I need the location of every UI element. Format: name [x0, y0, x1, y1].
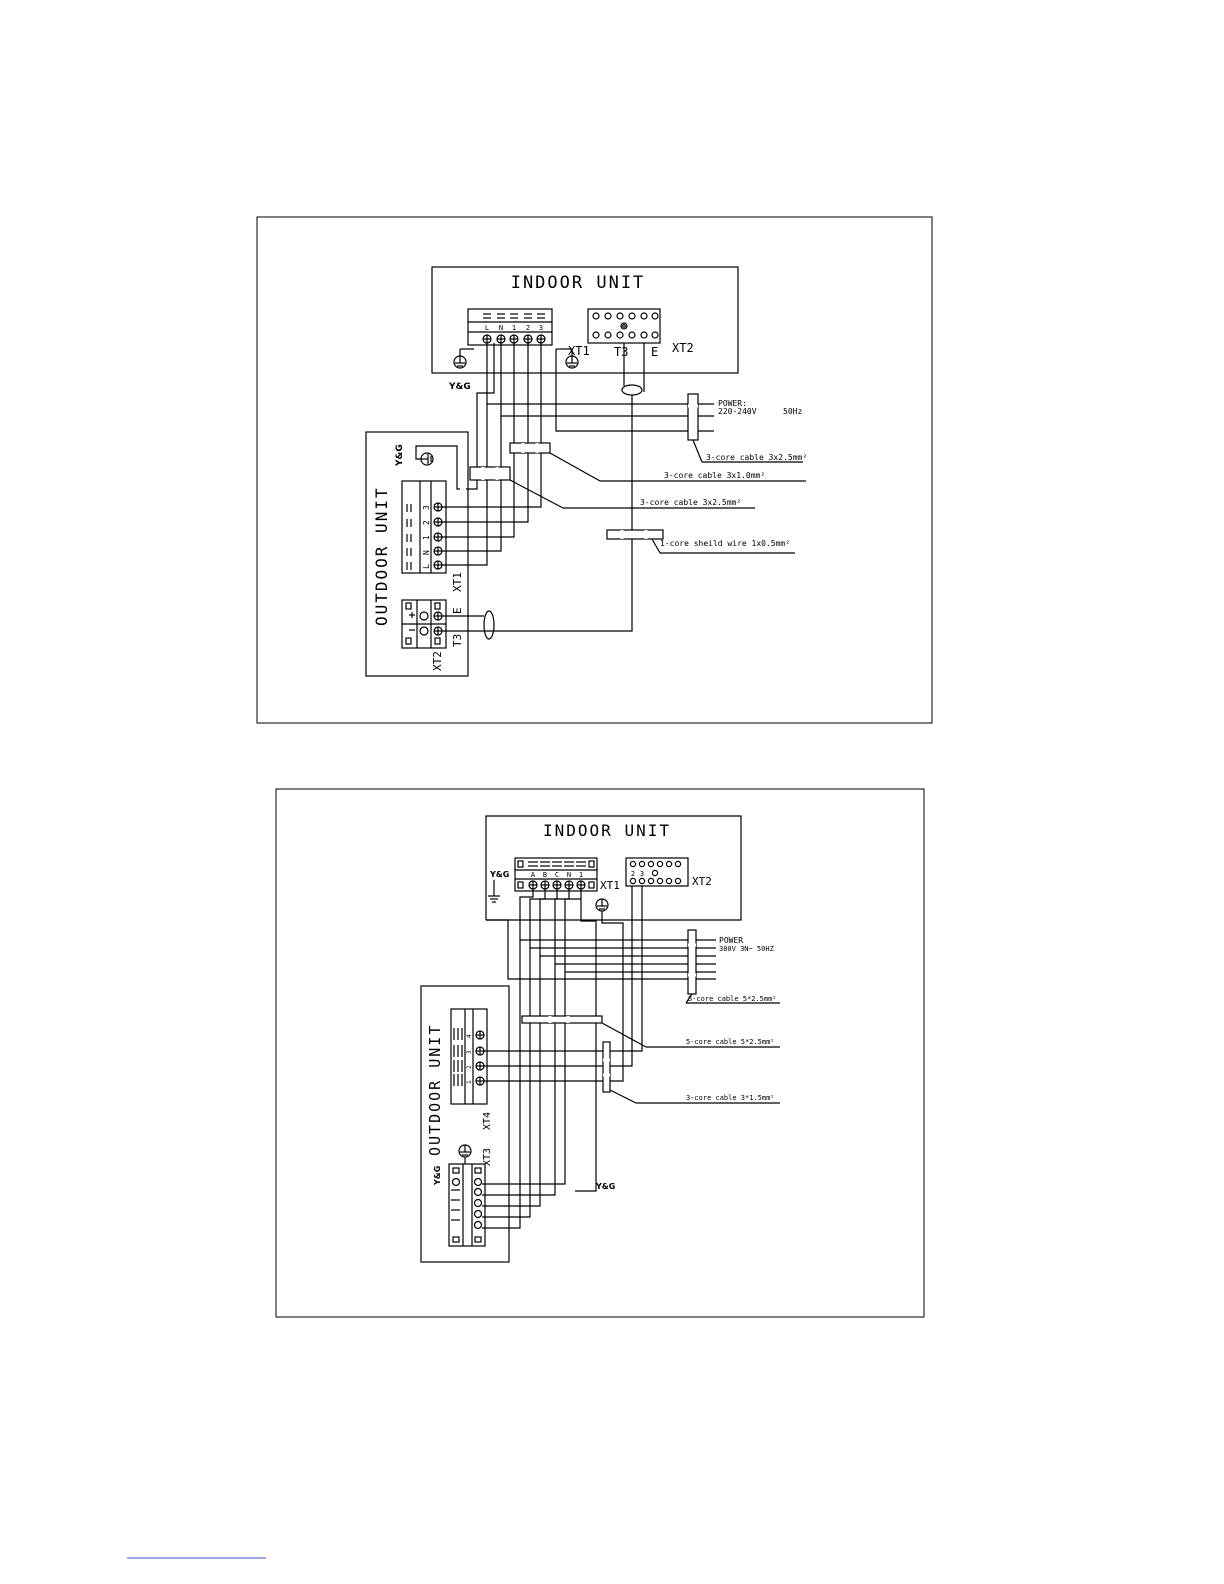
outdoor-ground-label: Y&G	[433, 1166, 442, 1186]
connect-cable-sleeve	[469, 466, 511, 481]
indoor-ground-label: Y&G	[448, 382, 471, 392]
outdoor-xt4-label: XT4	[482, 1112, 493, 1130]
indoor-unit-box	[485, 815, 742, 921]
power-spec: 380V 3N~ 50HZ	[719, 945, 774, 953]
power-cable-sleeve	[687, 393, 699, 441]
outdoor-unit-title: OUTDOOR UNIT	[426, 1024, 444, 1156]
wiring-diagram-2: INDOOR UNIT A B C N 1	[275, 788, 925, 1318]
diagram-1-frame	[256, 216, 933, 724]
indoor-xt1-term-c: C	[555, 871, 559, 879]
indoor-ground-label: Y&G	[489, 870, 509, 879]
outdoor-t3-label: T3	[451, 634, 464, 647]
indoor-xt1-terminal-block: A B C N 1	[514, 857, 598, 892]
indoor-t3-label: T3	[614, 345, 628, 359]
ground-icon	[415, 445, 460, 490]
indoor-xt1-label: XT1	[600, 879, 620, 892]
indoor-xt1-term-b: B	[543, 871, 547, 879]
shield-cable	[484, 343, 645, 632]
power-cable-sleeve	[687, 929, 697, 995]
indoor-xt2-label: XT2	[672, 341, 694, 355]
signal-cable-sleeve	[602, 1041, 611, 1093]
outdoor-ground-label: Y&G	[395, 444, 405, 467]
connect-cable-sleeve	[521, 1015, 603, 1024]
indoor-xt2-label: XT2	[692, 875, 712, 888]
outdoor-xt4-term-4: 4	[466, 1034, 473, 1038]
indoor-e-label: E	[651, 345, 658, 359]
outdoor-xt4-terminal-block: 1 2 3 4	[450, 1008, 488, 1105]
indoor-xt1-term-l: L	[485, 324, 489, 332]
indoor-xt1-term-1: 1	[512, 324, 516, 332]
connection-wires	[442, 343, 542, 632]
indoor-xt1-term-a: A	[531, 871, 536, 879]
power-label: POWER	[719, 936, 743, 945]
outdoor-xt2-terminal-block	[401, 599, 447, 649]
indoor-xt1-terminal-block: L N 1 2 3	[467, 308, 553, 346]
wiring-diagram-1: INDOOR UNIT L N 1 2 3	[256, 216, 933, 724]
indoor-xt1-term-3: 3	[539, 324, 543, 332]
connection-wires	[482, 886, 643, 1229]
indoor-xt2-terminal-block: 2 3	[625, 857, 689, 887]
indoor-xt1-term-1: 1	[579, 871, 583, 879]
power-label: POWER:	[718, 399, 747, 408]
indoor-xt1-term-n: N	[499, 324, 503, 332]
outdoor-unit-title: OUTDOOR UNIT	[372, 486, 391, 626]
outdoor-xt1-term-2: 2	[422, 520, 431, 525]
outdoor-xt1-label: XT1	[451, 572, 464, 592]
indoor-unit-title: INDOOR UNIT	[511, 273, 646, 293]
ground-icon	[453, 348, 474, 369]
power-spec: 220-240V	[718, 407, 757, 416]
power-cable-spec: 5-core cable 5*2.5mm²	[688, 995, 777, 1003]
power-wires	[486, 889, 716, 980]
indoor-xt1-term-2: 2	[526, 324, 530, 332]
ground-icon	[595, 898, 609, 912]
bottom-ground-label: Y&G	[595, 1182, 615, 1191]
indoor-xt1-term-n: N	[567, 871, 571, 879]
ground-icon	[488, 880, 500, 903]
outdoor-xt3-label: XT3	[482, 1148, 493, 1166]
outdoor-xt4-term-3: 3	[466, 1050, 473, 1054]
indoor-xt2-term-2: 2	[631, 870, 635, 878]
outdoor-xt4-term-2: 2	[466, 1065, 473, 1069]
power-cable-spec: 3-core cable 3x2.5mm²	[706, 453, 807, 462]
outdoor-xt1-term-l: L	[422, 564, 431, 569]
ground-icon	[556, 348, 579, 369]
indoor-xt2-terminal-block	[587, 308, 661, 344]
indoor-xt2-term-3: 3	[640, 870, 644, 878]
shield-wire-sleeve	[606, 529, 664, 540]
signal-cable-spec: 3-core cable 3*1.5mm²	[686, 1094, 775, 1102]
outdoor-xt4-term-1: 1	[466, 1080, 473, 1084]
signal-cable-spec: 3-core cable 3x1.0mm²	[664, 471, 765, 480]
outdoor-xt1-term-3: 3	[422, 505, 431, 510]
outdoor-e-label: E	[451, 607, 464, 614]
connect-cable-spec: 5-core cable 5*2.5mm²	[686, 1038, 775, 1046]
outdoor-xt1-term-n: N	[422, 550, 431, 555]
outdoor-xt1-term-1: 1	[422, 535, 431, 540]
shield-cable-ferrule	[483, 610, 495, 640]
indoor-xt1-label: XT1	[568, 344, 590, 358]
connect-cable-spec: 3-core cable 3x2.5mm²	[640, 498, 741, 507]
outdoor-xt1-terminal-block: L N 1 2 3	[401, 480, 447, 574]
outdoor-xt2-label: XT2	[431, 651, 444, 671]
power-frequency: 50Hz	[783, 407, 802, 416]
outdoor-xt3-terminal-block	[448, 1163, 486, 1247]
indoor-unit-title: INDOOR UNIT	[543, 821, 671, 840]
shield-wire-spec: 1-core sheild wire 1x0.5mm²	[660, 539, 790, 548]
signal-cable-sleeve	[509, 442, 551, 454]
diagram-2-frame	[275, 788, 925, 1318]
